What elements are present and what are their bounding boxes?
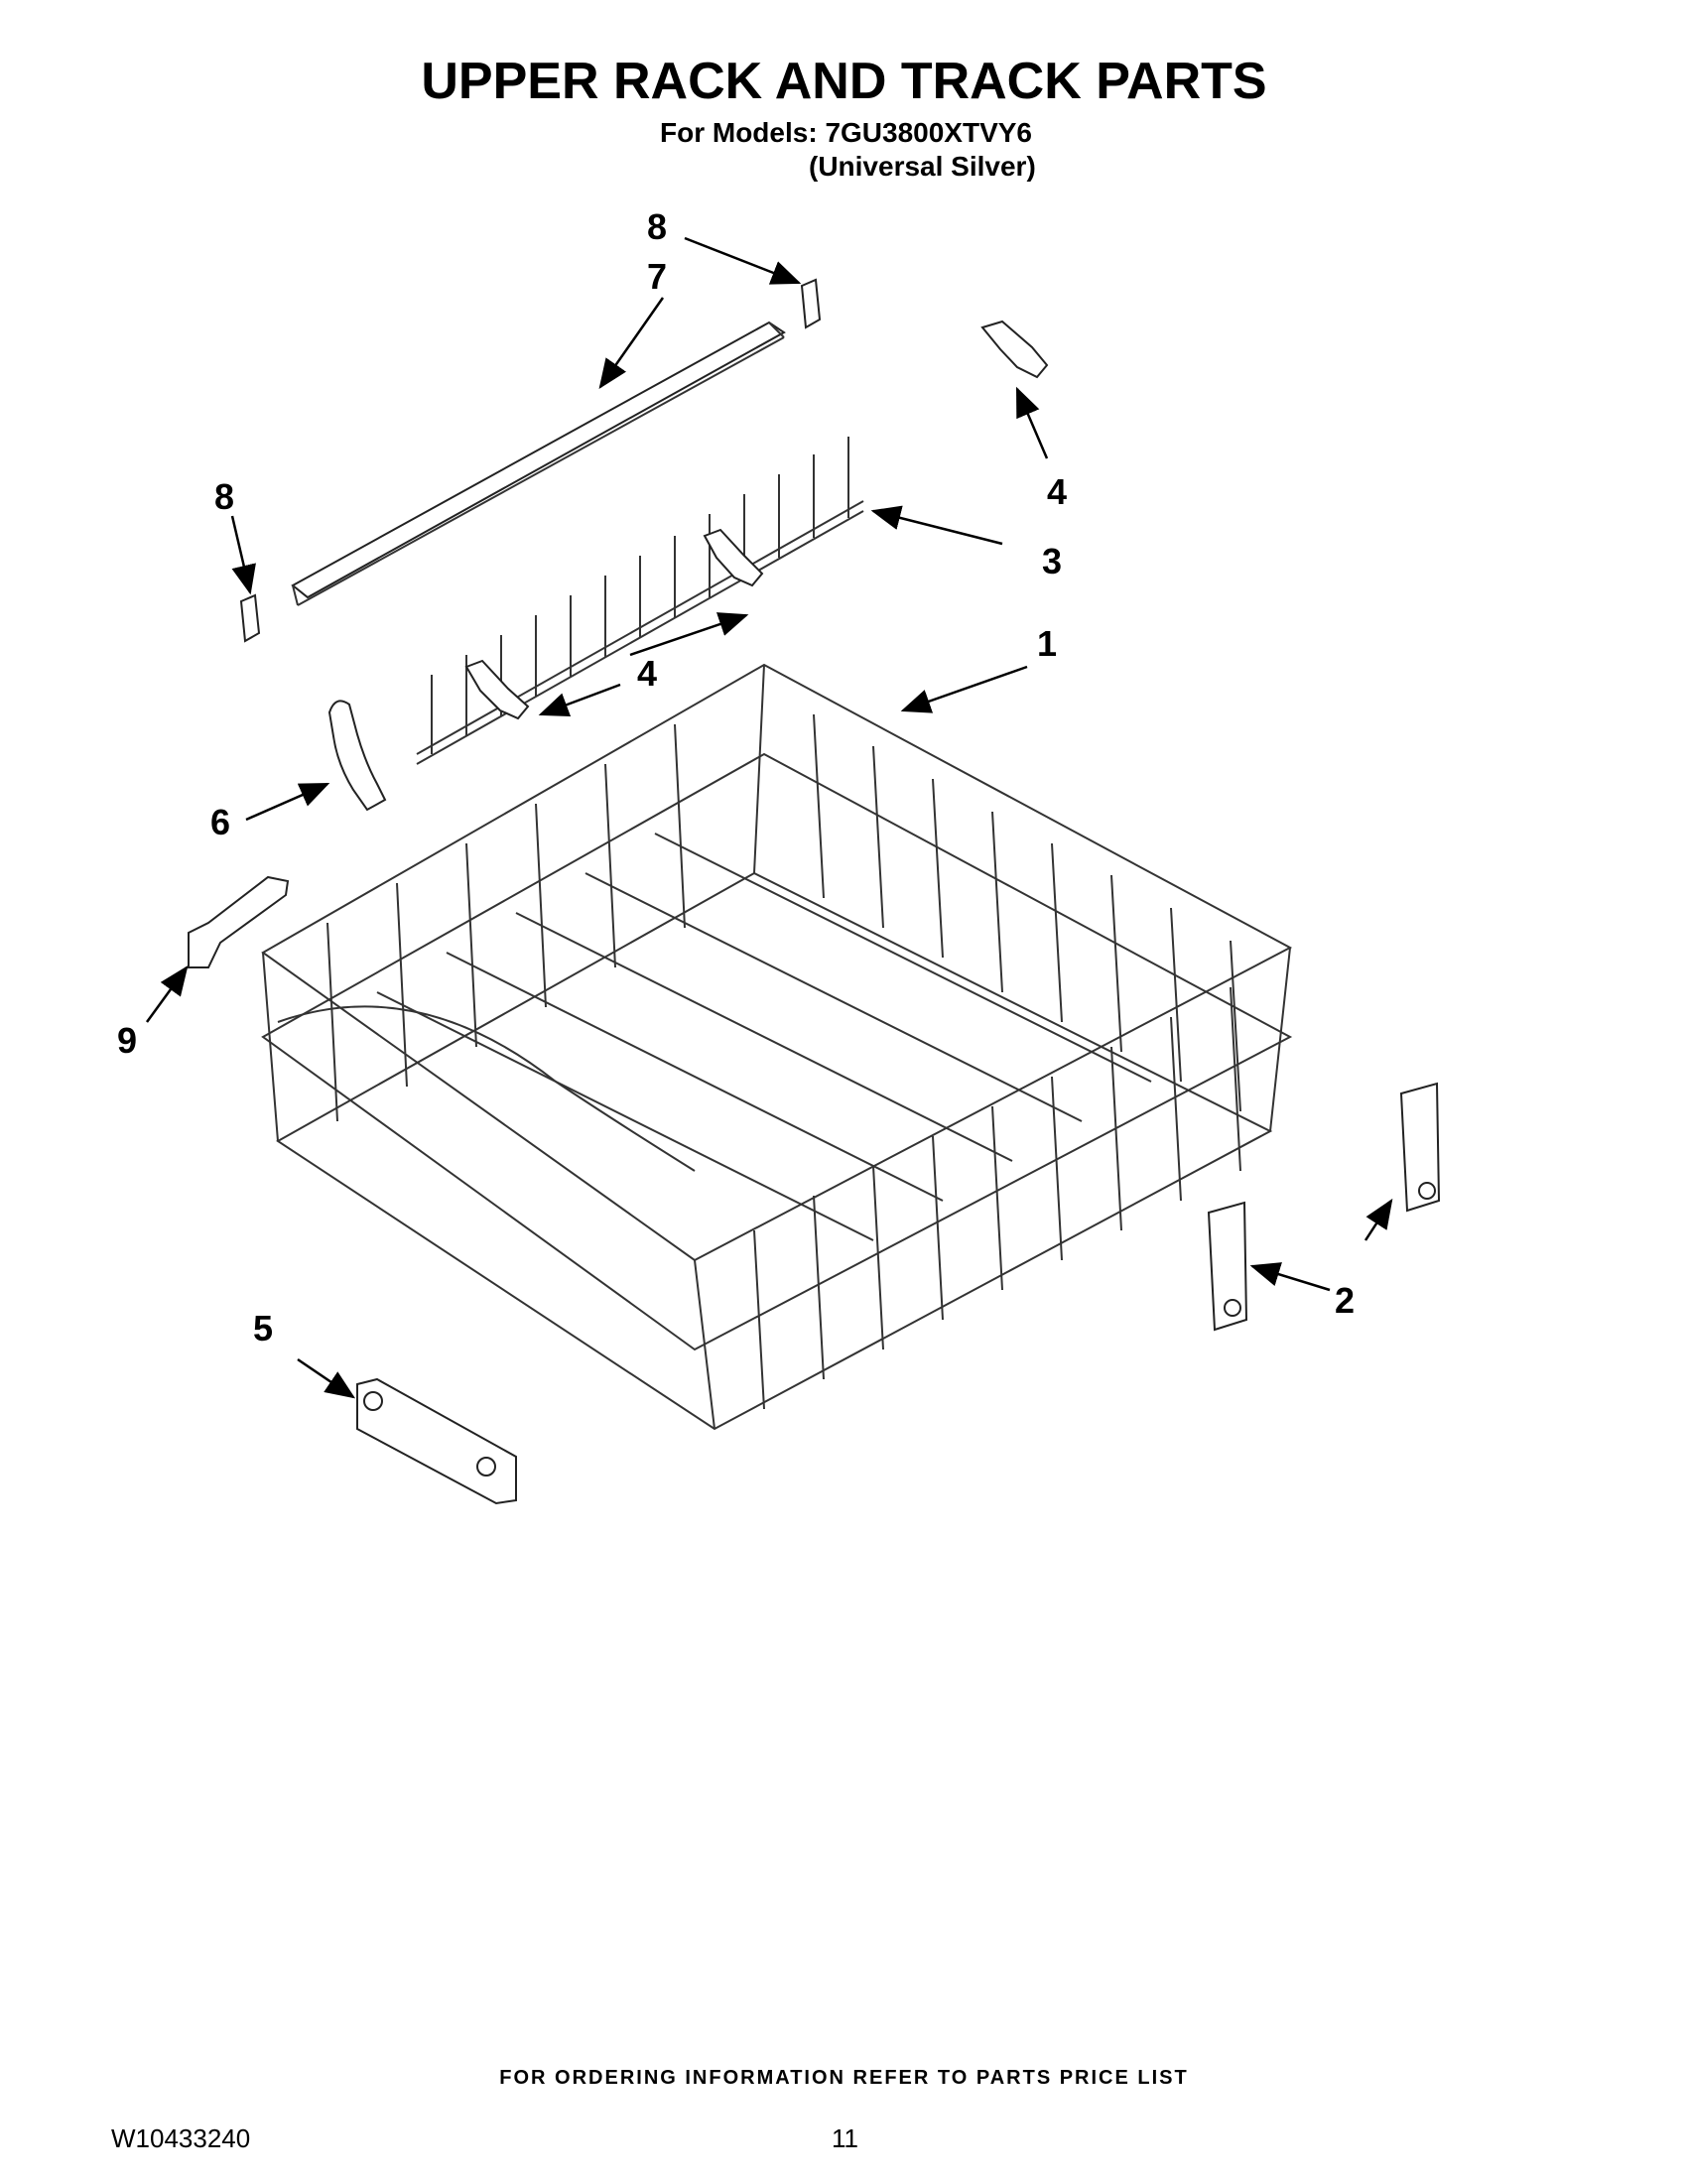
callout-3: 3 (1042, 541, 1063, 581)
callout-arrows (145, 236, 1393, 1399)
callout-1: 1 (1037, 623, 1058, 664)
callout-4-top: 4 (1047, 471, 1068, 512)
callout-9: 9 (117, 1020, 138, 1061)
part-2-adjuster-front (1207, 1201, 1248, 1332)
part-9-lever (188, 875, 290, 968)
part-5-track-stop (356, 1377, 517, 1505)
part-4-clip-mid (703, 528, 764, 587)
callout-8-left: 8 (214, 476, 235, 517)
part-1-upper-rack (261, 663, 1293, 1431)
page-title: UPPER RACK AND TRACK PARTS (421, 53, 1267, 110)
models-line: For Models: 7GU3800XTVY6 (660, 117, 1033, 148)
callout-5: 5 (253, 1308, 274, 1349)
callout-6: 6 (210, 802, 231, 842)
color-line: (Universal Silver) (809, 151, 1036, 182)
callout-7: 7 (647, 256, 668, 297)
callout-2: 2 (1335, 1280, 1356, 1321)
part-6-bracket (327, 700, 387, 812)
part-7-track-rail (291, 321, 786, 606)
part-2-adjuster-rear (1399, 1082, 1441, 1213)
part-4-clip-top (980, 320, 1049, 379)
page-number: 11 (832, 2123, 858, 2153)
ordering-note: FOR ORDERING INFORMATION REFER TO PARTS … (499, 2067, 1189, 2089)
part-3-tine-row (416, 437, 864, 765)
callout-4-mid: 4 (637, 653, 658, 694)
callout-8-top: 8 (647, 206, 668, 247)
part-8-end-cap-right (800, 278, 822, 329)
part-8-end-cap-left (239, 593, 261, 643)
part-4-clip-left (464, 659, 530, 720)
document-number: W10433240 (111, 2123, 251, 2153)
